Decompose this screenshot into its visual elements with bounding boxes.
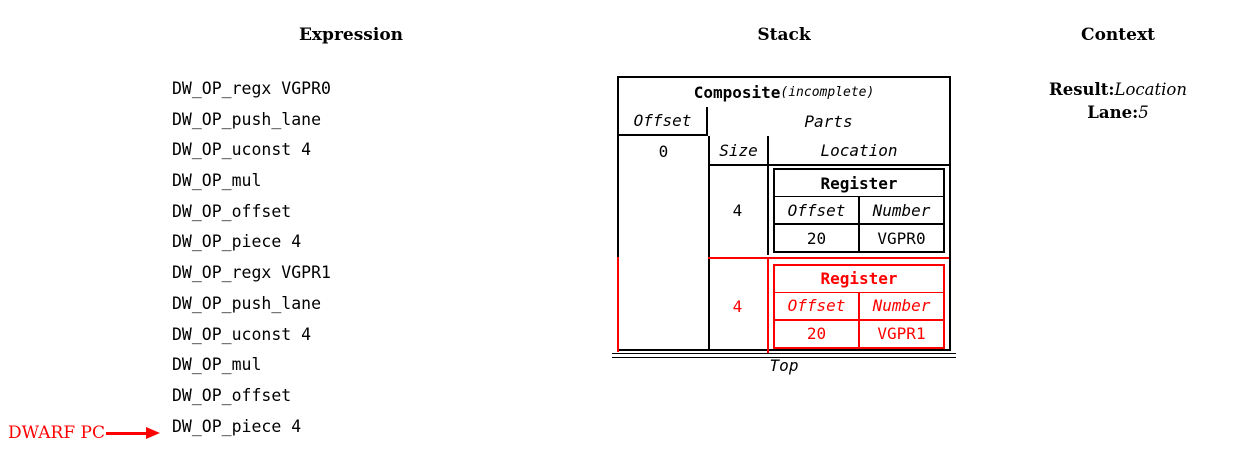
register-number-value: VGPR1	[877, 324, 926, 343]
register-column-header-offset: Offset	[775, 197, 860, 223]
part-location-cell: Register Offset Number 20 VGPR0	[769, 166, 949, 255]
composite-title-row: Composite(incomplete)	[619, 78, 949, 107]
register-number-value: VGPR0	[877, 228, 926, 248]
page-title-stack: Stack	[757, 25, 811, 45]
expression-line: DW_OP_regx VGPR0	[172, 79, 331, 98]
expression-line: DW_OP_uconst 4	[172, 324, 312, 344]
column-header-location: Location	[769, 136, 949, 166]
composite-status-label: (incomplete)	[780, 85, 875, 100]
context-key-result: Result:	[1049, 80, 1115, 99]
active-row-marker	[617, 257, 619, 352]
part-size-value: 4	[708, 259, 769, 353]
register-value-row: 20 VGPR0	[775, 225, 943, 251]
expression-line: DW_OP_mul	[172, 355, 262, 375]
expression-list: DW_OP_regx VGPR0 DW_OP_push_lane DW_OP_u…	[172, 74, 331, 442]
register-header-row: Offset Number	[775, 292, 943, 321]
composite-offset-value: 0	[658, 141, 669, 161]
stack-bottom-rule	[612, 353, 956, 358]
part-location-cell: Register Offset Number 20 VGPR1	[769, 259, 949, 353]
table-row: 4 Register Offset Number 20 VGPR0	[708, 166, 949, 255]
stack-table: Composite(incomplete) Offset Parts 0 Siz…	[617, 76, 951, 353]
register-value-row: 20 VGPR1	[775, 320, 943, 347]
context-block: Result:Location Lane:5	[1018, 78, 1218, 124]
offset-column-divider	[708, 136, 710, 349]
part-size-value: 4	[708, 166, 769, 255]
register-column-header-offset: Offset	[775, 292, 860, 319]
expression-line: DW_OP_mul	[172, 171, 262, 191]
register-header-row: Offset Number	[775, 197, 943, 225]
expression-line: DW_OP_piece 4	[172, 232, 302, 252]
column-header-size: Size	[708, 136, 769, 166]
size-location-header-row: 0 Size Location	[619, 136, 949, 166]
expression-line: DW_OP_regx VGPR1	[172, 263, 331, 283]
register-location-box: Register Offset Number 20 VGPR1	[773, 263, 945, 349]
offset-parts-header-row: Offset Parts	[619, 107, 949, 136]
context-line-result: Result:Location	[1018, 78, 1218, 101]
expression-line: DW_OP_push_lane	[172, 293, 322, 313]
page-title-expression: Expression	[298, 25, 404, 45]
expression-line: DW_OP_offset	[172, 385, 292, 405]
stack-top-label: Top	[769, 356, 799, 375]
register-column-header-number: Number	[872, 200, 931, 220]
register-column-header-number: Number	[872, 296, 931, 315]
table-row: 4 Register Offset Number 20 VGPR1	[708, 257, 949, 353]
register-offset-value: 20	[775, 320, 860, 347]
composite-label: Composite	[693, 83, 781, 102]
context-value-result: Location	[1114, 80, 1187, 99]
expression-line: DW_OP_push_lane	[172, 109, 322, 129]
dwarf-pc-marker: DWARF PC	[8, 423, 162, 443]
arrow-right-icon	[105, 426, 162, 440]
dwarf-pc-label: DWARF PC	[8, 423, 105, 443]
register-title: Register	[775, 170, 943, 197]
column-header-parts: Parts	[804, 112, 853, 131]
expression-line: DW_OP_offset	[172, 201, 292, 221]
context-value-lane: 5	[1138, 103, 1149, 122]
context-line-lane: Lane:5	[1018, 101, 1218, 124]
page-title-context: Context	[1081, 25, 1155, 45]
register-offset-value: 20	[775, 225, 860, 251]
expression-line: DW_OP_piece 4	[172, 416, 302, 436]
register-location-box: Register Offset Number 20 VGPR0	[773, 168, 945, 253]
context-key-lane: Lane:	[1087, 103, 1139, 122]
expression-line: DW_OP_uconst 4	[172, 140, 312, 160]
register-title: Register	[775, 266, 943, 293]
column-header-offset: Offset	[619, 107, 708, 136]
